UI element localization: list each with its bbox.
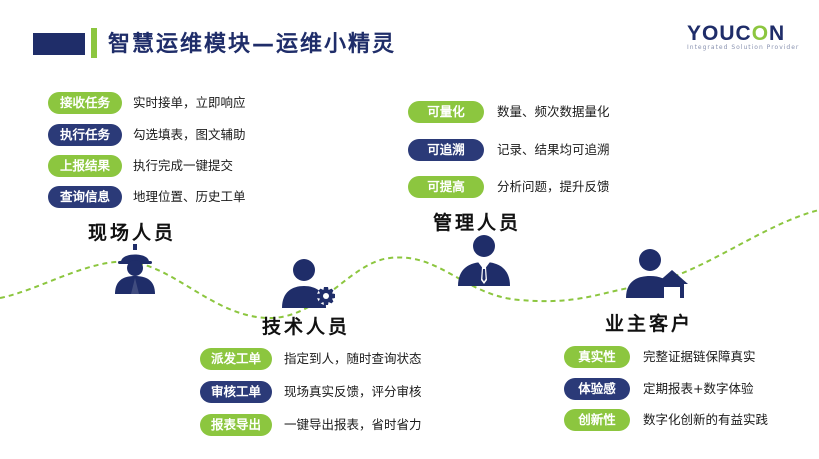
desc-query-info: 地理位置、历史工单 [133, 189, 246, 204]
desc-execute-task: 勾选填表，图文辅助 [133, 127, 246, 142]
tag-receive-task[interactable]: 接收任务 [48, 92, 122, 114]
tag-traceable[interactable]: 可追溯 [408, 139, 484, 161]
manager-tie-icon [458, 235, 510, 286]
tag-export-report[interactable]: 报表导出 [200, 414, 272, 436]
brand-logo: YOUCON Integrated Solution Provider [687, 22, 799, 51]
role-owner: 业主客户 [605, 313, 694, 335]
desc-innovation: 数字化创新的有益实践 [643, 412, 769, 427]
technician-gear-icon [282, 259, 335, 308]
tag-execute-task[interactable]: 执行任务 [48, 124, 122, 146]
owner-house-icon [626, 249, 688, 298]
tag-review-order[interactable]: 审核工单 [200, 381, 272, 403]
desc-experience: 定期报表+数字体验 [643, 381, 754, 396]
worker-helmet-icon [115, 244, 155, 294]
tag-query-info[interactable]: 查询信息 [48, 186, 122, 208]
desc-review-order: 现场真实反馈，评分审核 [284, 384, 422, 399]
tag-experience[interactable]: 体验感 [564, 378, 630, 400]
header-accent-green [91, 28, 97, 58]
tag-authenticity[interactable]: 真实性 [564, 346, 630, 368]
desc-traceable: 记录、结果均可追溯 [497, 142, 610, 157]
tag-quantifiable[interactable]: 可量化 [408, 101, 484, 123]
desc-export-report: 一键导出报表，省时省力 [284, 417, 422, 432]
logo-wordmark: YOUCON [687, 22, 799, 46]
desc-quantifiable: 数量、频次数据量化 [497, 104, 610, 119]
desc-receive-task: 实时接单，立即响应 [133, 95, 246, 110]
tag-report-result[interactable]: 上报结果 [48, 155, 122, 177]
desc-authenticity: 完整证据链保障真实 [643, 349, 756, 364]
page-title: 智慧运维模块—运维小精灵 [108, 32, 397, 57]
desc-dispatch-order: 指定到人，随时查询状态 [284, 351, 422, 366]
logo-end: N [769, 22, 786, 45]
logo-tagline: Integrated Solution Provider [687, 44, 800, 51]
logo-main: YOUC [687, 22, 752, 45]
role-tech-staff: 技术人员 [262, 316, 351, 338]
tag-innovation[interactable]: 创新性 [564, 409, 630, 431]
desc-improvable: 分析问题，提升反馈 [497, 179, 610, 194]
role-field-staff: 现场人员 [88, 222, 177, 244]
desc-report-result: 执行完成一键提交 [133, 158, 234, 173]
role-mgmt-staff: 管理人员 [433, 212, 522, 234]
tag-improvable[interactable]: 可提高 [408, 176, 484, 198]
header-accent-navy [33, 33, 85, 55]
tag-dispatch-order[interactable]: 派发工单 [200, 348, 272, 370]
logo-o: O [751, 22, 770, 45]
